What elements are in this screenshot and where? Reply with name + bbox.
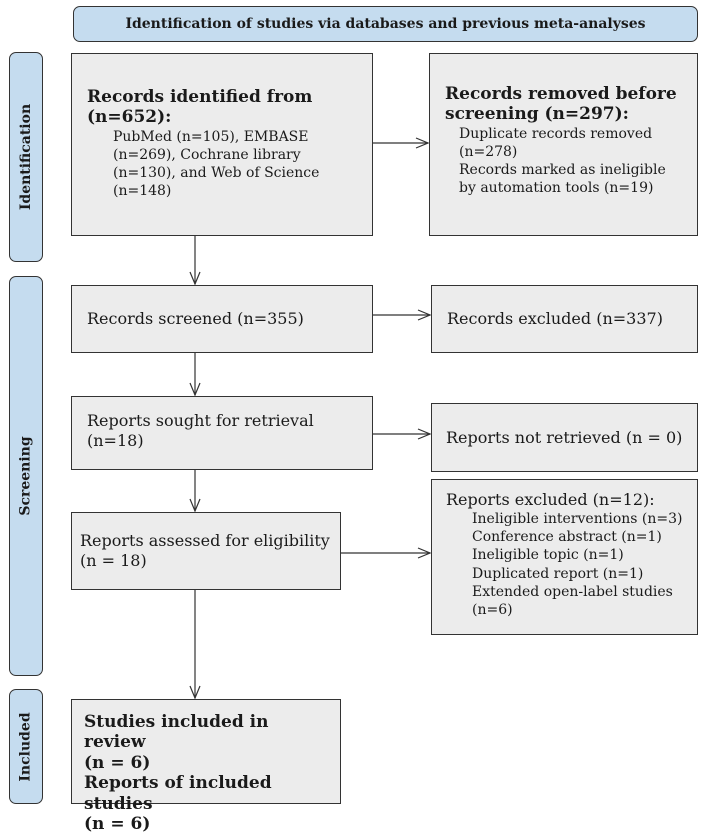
records-removed-heading: screening (n=297):	[445, 104, 629, 125]
records-screened-label: Records screened (n=355)	[87, 309, 304, 328]
reports-included-count: (n = 6)	[84, 813, 151, 834]
reports-excluded-line: Extended open-label studies	[472, 583, 673, 600]
diagram-title: Identification of studies via databases …	[73, 6, 698, 42]
records-removed-line: Records marked as ineligible	[459, 162, 666, 179]
reports-excluded-line: Ineligible interventions (n=3)	[472, 511, 683, 527]
reports-excluded-line: (n=6)	[472, 601, 513, 618]
reports-excluded-line: Ineligible topic (n=1)	[472, 547, 624, 564]
records-identified-box: Records identified from (n=652): PubMed …	[71, 53, 373, 236]
flow-arrows	[0, 0, 708, 811]
reports-sought-label: Reports sought for retrieval	[87, 411, 314, 430]
phase-identification: Identification	[9, 52, 43, 262]
reports-assessed-count: (n = 18)	[80, 551, 147, 570]
phase-screening: Screening	[9, 276, 43, 676]
records-screened-box: Records screened (n=355)	[71, 285, 373, 353]
reports-included-label: Reports of included studies	[84, 773, 272, 814]
records-removed-line: by automation tools (n=19)	[459, 180, 654, 197]
reports-excluded-box: Reports excluded (n=12): Ineligible inte…	[431, 479, 698, 635]
records-removed-box: Records removed before screening (n=297)…	[429, 53, 698, 236]
reports-sought-box: Reports sought for retrieval (n=18)	[71, 396, 373, 470]
reports-not-retrieved-box: Reports not retrieved (n = 0)	[431, 403, 698, 472]
records-identified-line: (n=130), and Web of Science	[113, 165, 320, 182]
reports-sought-count: (n=18)	[87, 431, 144, 450]
phase-included: Included	[9, 689, 43, 804]
records-excluded-box: Records excluded (n=337)	[431, 285, 698, 353]
reports-not-retrieved-label: Reports not retrieved (n = 0)	[446, 427, 683, 447]
reports-excluded-line: Duplicated report (n=1)	[472, 565, 644, 582]
records-removed-line: Duplicate records removed	[459, 125, 653, 142]
records-identified-line: (n=269), Cochrane library	[113, 146, 301, 163]
reports-assessed-label: Reports assessed for eligibility	[80, 531, 330, 550]
reports-excluded-line: Conference abstract (n=1)	[472, 529, 662, 546]
studies-included-label: Studies included in review	[84, 712, 269, 753]
records-identified-line: PubMed (n=105), EMBASE	[113, 128, 309, 145]
studies-included-count: (n = 6)	[84, 752, 151, 773]
reports-assessed-box: Reports assessed for eligibility (n = 18…	[71, 512, 341, 590]
studies-included-box: Studies included in review (n = 6) Repor…	[71, 699, 341, 834]
records-excluded-label: Records excluded (n=337)	[447, 309, 663, 328]
records-removed-line: (n=278)	[459, 143, 518, 160]
reports-excluded-heading: Reports excluded (n=12):	[446, 490, 655, 509]
records-identified-heading: Records identified from (n=652):	[87, 87, 313, 128]
records-identified-line: (n=148)	[113, 183, 172, 200]
records-removed-heading: Records removed before	[445, 84, 677, 104]
